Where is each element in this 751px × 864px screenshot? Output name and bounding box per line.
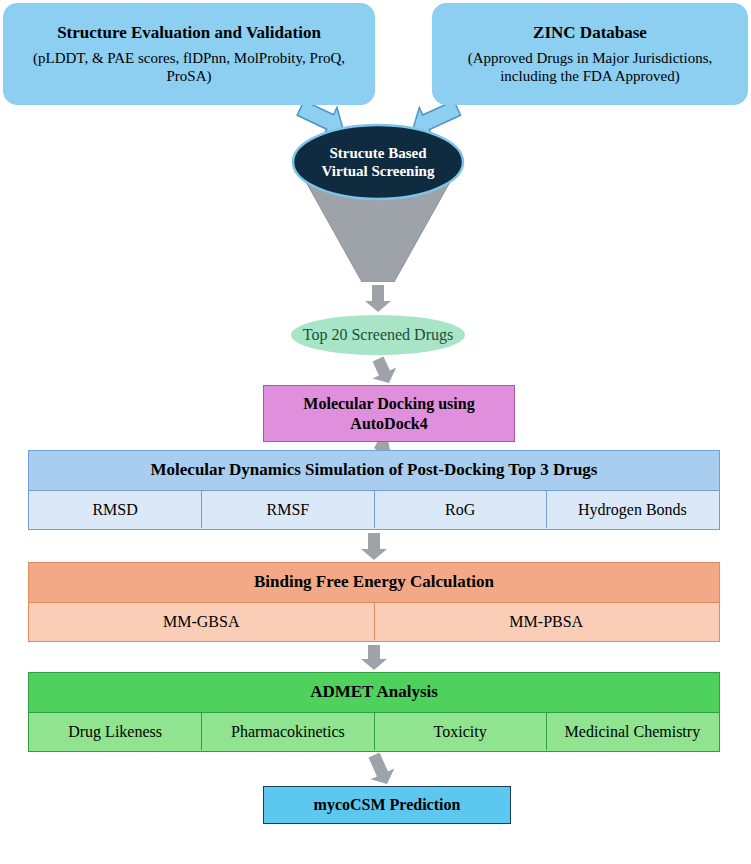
band-cell: MM-GBSA — [29, 603, 374, 640]
band-cell: RMSD — [29, 491, 201, 528]
node-title: Molecular Docking using AutoDock4 — [276, 394, 502, 432]
node-title: Drug Likeness — [68, 722, 162, 741]
node-title: RoG — [445, 500, 475, 519]
node-title: MM-GBSA — [163, 612, 239, 631]
band-cell: Pharmacokinetics — [201, 713, 373, 750]
node-title: Pharmacokinetics — [231, 722, 345, 741]
funnel-shape: Strucute Based Virtual Screening — [290, 122, 466, 282]
node-title: Strucute Based Virtual Screening — [312, 144, 444, 180]
band-cell: MM-PBSA — [374, 603, 719, 640]
process-band: ADMET AnalysisDrug Likeness Pharmacokinet… — [28, 672, 720, 752]
node-title: Hydrogen Bonds — [578, 500, 687, 519]
node-body: (pLDDT, & PAE scores, flDPnn, MolProbity… — [16, 49, 362, 85]
flow-arrow — [361, 645, 387, 670]
result-ellipse: Top 20 Screened Drugs — [290, 314, 466, 356]
node-title: RMSF — [267, 500, 310, 519]
process-band: Binding Free Energy CalculationMM-GBSA MM… — [28, 562, 720, 642]
output-box: mycoCSM Prediction — [263, 786, 511, 824]
node-title: mycoCSM Prediction — [314, 795, 461, 814]
band-cell: Drug Likeness — [29, 713, 201, 750]
band-heading: Molecular Dynamics Simulation of Post-Do… — [29, 451, 719, 491]
process-box: Molecular Docking using AutoDock4 — [263, 385, 515, 442]
band-cell: RoG — [374, 491, 546, 528]
node-title: MM-PBSA — [509, 612, 583, 631]
process-band: Molecular Dynamics Simulation of Post-Do… — [28, 450, 720, 530]
band-cell: Toxicity — [374, 713, 546, 750]
node-title: Molecular Dynamics Simulation of Post-Do… — [151, 460, 598, 480]
node-title: Top 20 Screened Drugs — [303, 325, 453, 344]
node-title: ADMET Analysis — [310, 682, 438, 702]
node-body: (Approved Drugs in Major Jurisdictions, … — [445, 49, 735, 85]
node-title: RMSD — [92, 500, 137, 519]
input-box: ZINC Database (Approved Drugs in Major Ju… — [432, 3, 748, 105]
flow-arrow — [361, 533, 387, 560]
node-title: Medicinal Chemistry — [565, 722, 701, 741]
node-title: ZINC Database — [533, 23, 647, 43]
flow-arrow — [365, 285, 391, 312]
node-title: Toxicity — [434, 722, 487, 741]
node-title: Binding Free Energy Calculation — [254, 572, 494, 592]
band-heading: Binding Free Energy Calculation — [29, 563, 719, 603]
band-heading: ADMET Analysis — [29, 673, 719, 713]
input-box: Structure Evaluation and Validation (pLDD… — [3, 3, 375, 105]
flow-arrow — [373, 357, 397, 384]
band-cell: Medicinal Chemistry — [546, 713, 718, 750]
node-title: Structure Evaluation and Validation — [57, 23, 321, 43]
band-cell: RMSF — [201, 491, 373, 528]
band-cell: Hydrogen Bonds — [546, 491, 718, 528]
flow-arrow — [369, 753, 395, 785]
